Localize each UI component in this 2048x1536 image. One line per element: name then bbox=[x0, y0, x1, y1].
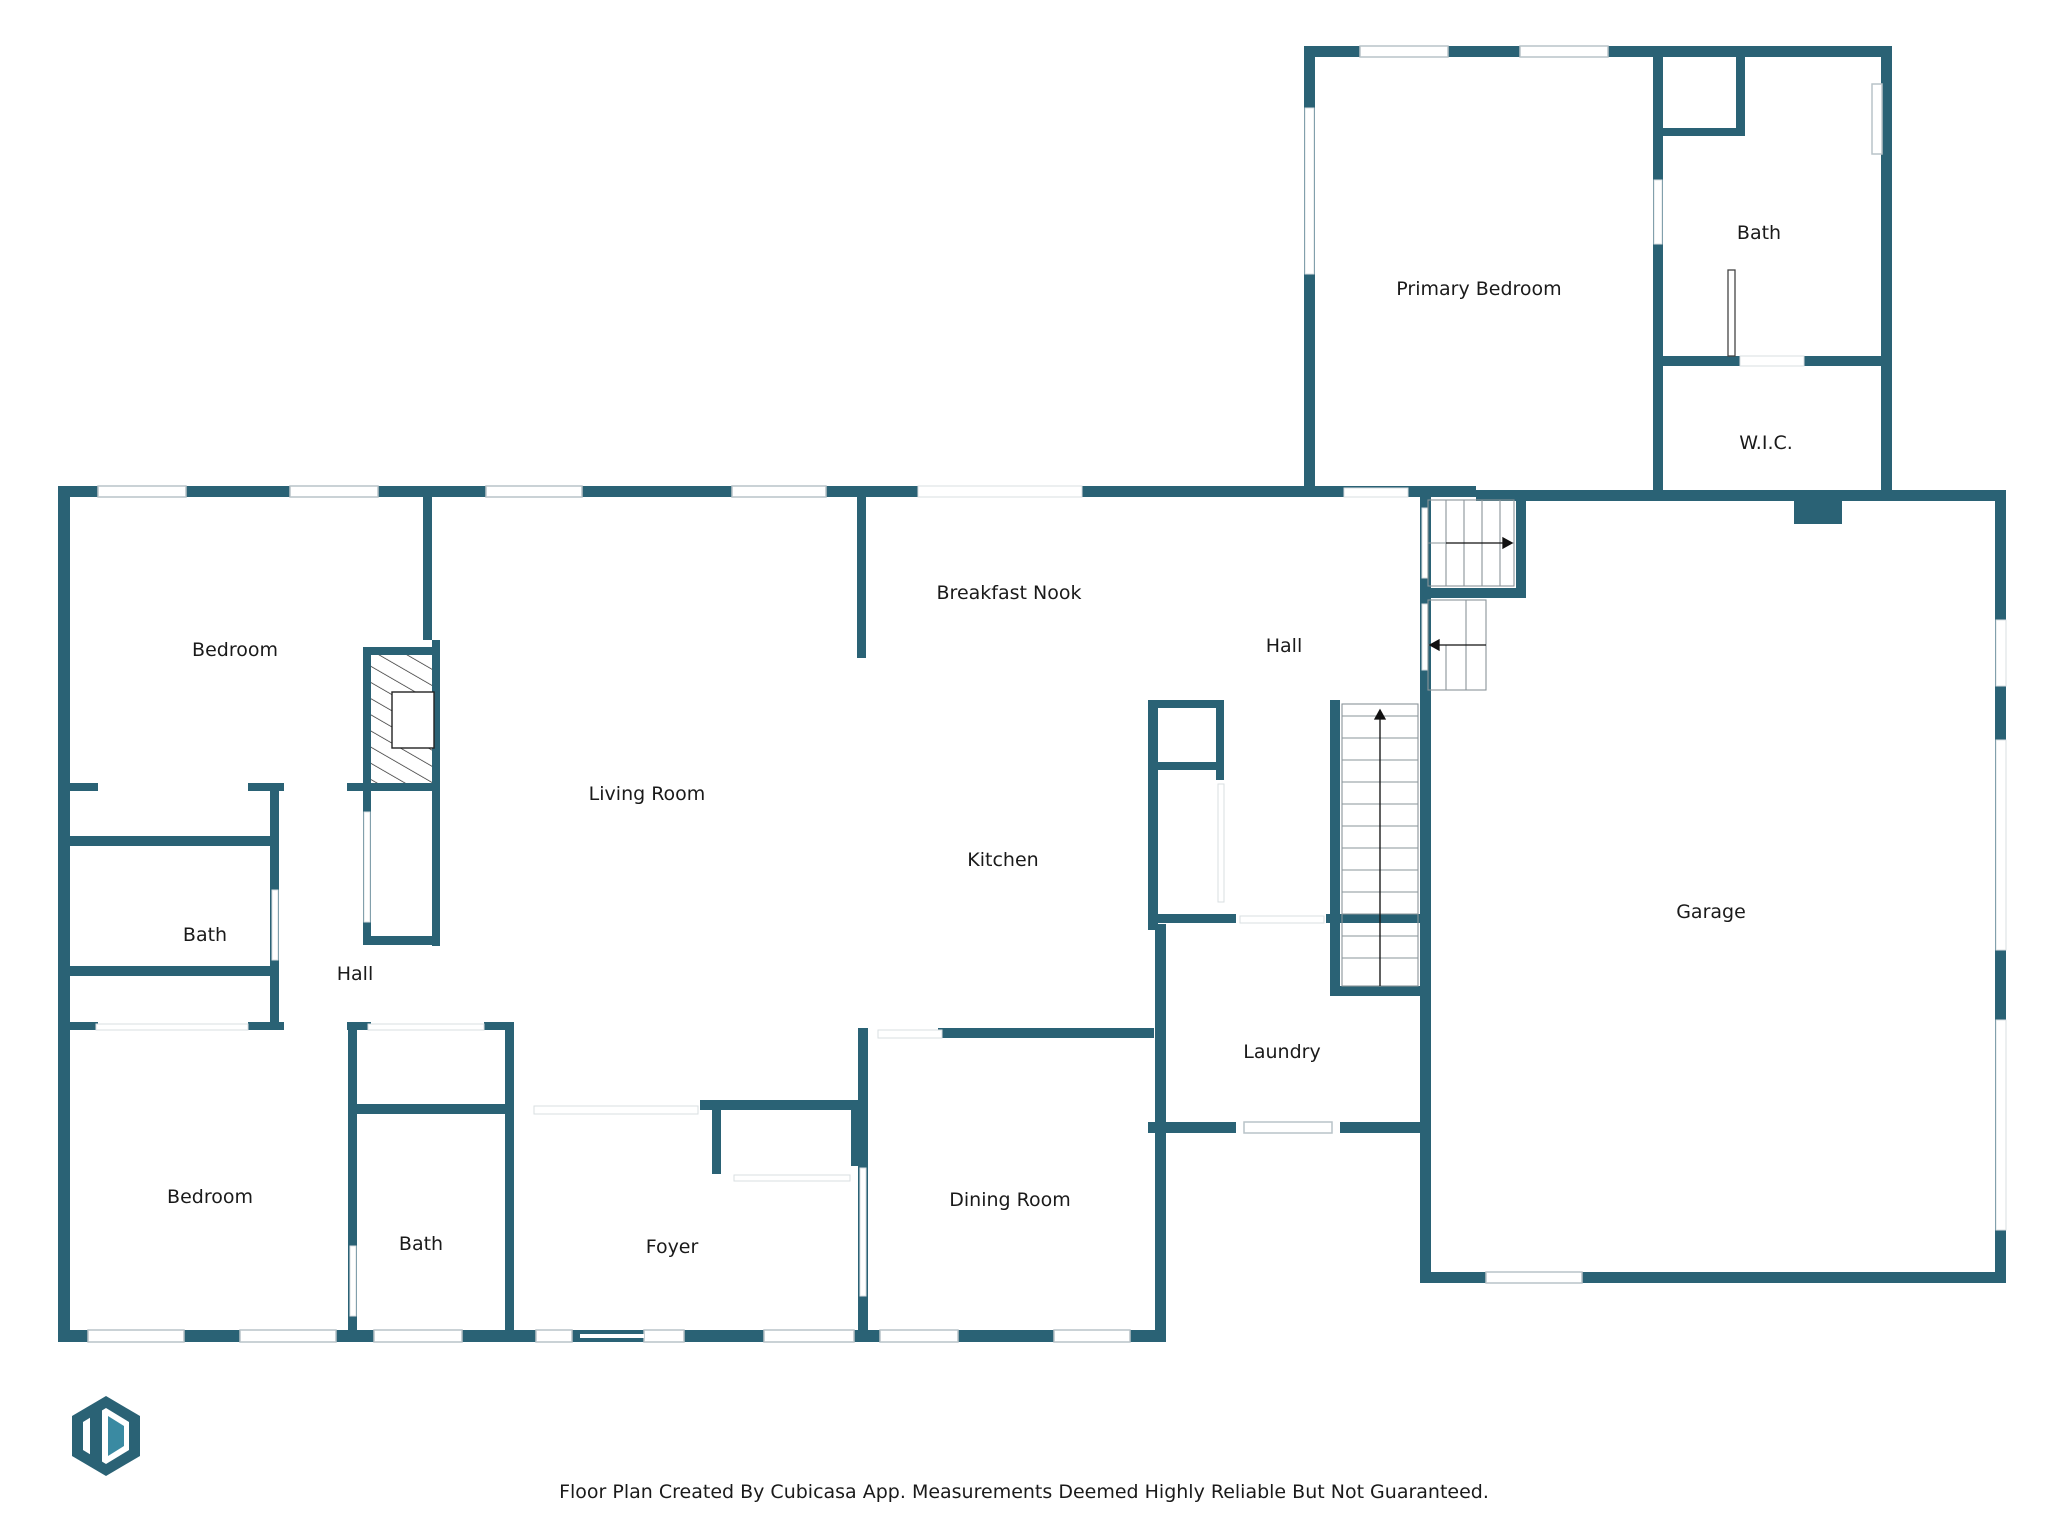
walls bbox=[58, 46, 2006, 1342]
room-label-hall-upper: Hall bbox=[1265, 635, 1303, 657]
disclaimer-footer: Floor Plan Created By Cubicasa App. Meas… bbox=[559, 1481, 1489, 1503]
room-label-laundry: Laundry bbox=[1243, 1041, 1321, 1063]
room-label-primary-bath: Bath bbox=[1736, 222, 1782, 244]
room-label-living-room: Living Room bbox=[588, 783, 706, 805]
room-label-bath-2: Bath bbox=[398, 1233, 444, 1255]
room-label-kitchen: Kitchen bbox=[967, 849, 1039, 871]
room-label-dining-room: Dining Room bbox=[949, 1189, 1071, 1211]
fireplace bbox=[371, 655, 435, 783]
room-label-foyer: Foyer bbox=[645, 1236, 699, 1258]
room-label-bedroom-2: Bedroom bbox=[167, 1186, 253, 1208]
room-label-wic: W.I.C. bbox=[1739, 432, 1793, 454]
openings bbox=[95, 107, 2007, 1338]
room-label-bedroom-1: Bedroom bbox=[192, 639, 278, 661]
room-label-hall-lower: Hall bbox=[336, 963, 374, 985]
cubicasa-logo-icon bbox=[72, 1396, 140, 1476]
windows bbox=[87, 45, 1883, 1343]
room-label-garage: Garage bbox=[1676, 901, 1746, 923]
stair-arrows bbox=[1373, 536, 1514, 986]
room-label-bath-1: Bath bbox=[182, 924, 228, 946]
room-label-breakfast-nook: Breakfast Nook bbox=[936, 582, 1082, 604]
closet-rod bbox=[1727, 269, 1736, 357]
room-label-primary-bedroom: Primary Bedroom bbox=[1396, 278, 1562, 300]
